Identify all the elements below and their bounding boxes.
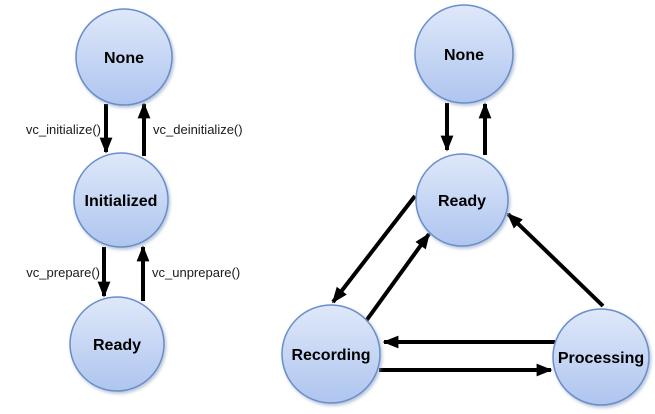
state-circle: [415, 153, 509, 247]
left-state-diagram: None Initialized Ready vc_initialize() v…: [26, 8, 243, 392]
state-label: Initialized: [85, 193, 158, 210]
state-circle: [414, 4, 514, 104]
transition-label-vc-prepare: vc_prepare(): [26, 265, 100, 280]
state-node-recording: Recording: [281, 304, 381, 404]
arrow-ready-to-recording: [331, 194, 417, 304]
state-label: Recording: [291, 347, 370, 364]
transition-label-vc-unprepare: vc_unprepare(): [152, 265, 240, 280]
state-label: None: [444, 47, 484, 64]
transition-label-vc-deinitialize: vc_deinitialize(): [153, 122, 243, 137]
state-circle: [73, 152, 169, 248]
arrow-recording-to-ready: [364, 232, 431, 323]
state-circle: [552, 308, 650, 406]
transition-label-vc-initialize: vc_initialize(): [26, 122, 101, 137]
state-node-ready-right: Ready: [415, 153, 509, 247]
state-node-processing: Processing: [552, 308, 650, 406]
state-node-none-right: None: [414, 4, 514, 104]
state-node-none-left: None: [75, 8, 173, 106]
state-circle: [281, 304, 381, 404]
arrow-processing-to-ready: [506, 212, 605, 308]
state-label: None: [104, 50, 144, 67]
state-circle: [75, 8, 173, 106]
state-node-ready-left: Ready: [69, 296, 165, 392]
state-circle: [69, 296, 165, 392]
state-label: Processing: [558, 350, 644, 367]
state-label: Ready: [93, 337, 141, 354]
state-label: Ready: [438, 193, 486, 210]
state-node-initialized: Initialized: [73, 152, 169, 248]
right-state-diagram: None Ready Recording Processing: [281, 4, 650, 406]
